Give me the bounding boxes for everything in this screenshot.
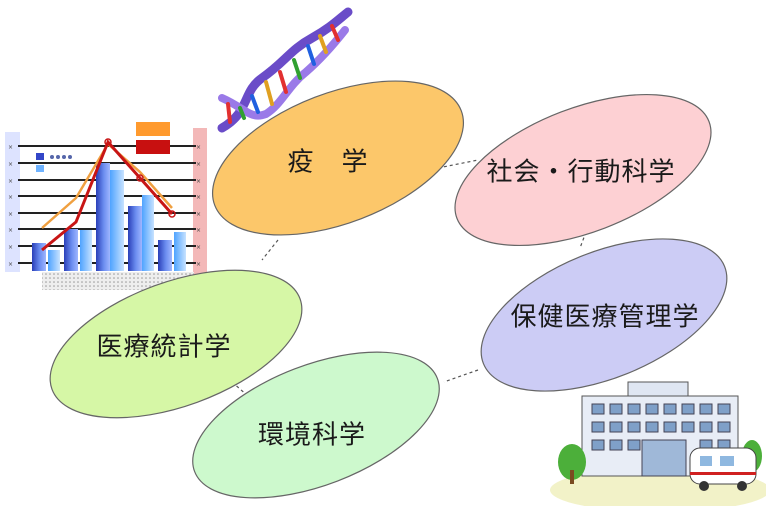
svg-text:×: × (196, 161, 201, 168)
svg-text:×: × (8, 194, 13, 201)
svg-text:×: × (8, 161, 13, 168)
svg-text:×: × (8, 227, 13, 234)
label-epidemiology: 疫 学 (287, 147, 369, 178)
svg-text:×: × (196, 244, 201, 251)
svg-text:×: × (196, 194, 201, 201)
svg-text:×: × (8, 261, 13, 268)
ellipse-social-behavioral (454, 93, 712, 247)
dna-icon (217, 7, 353, 133)
svg-text:×: × (8, 178, 13, 185)
ellipse-epidemiology (211, 80, 465, 236)
svg-text:×: × (8, 144, 13, 151)
label-health-admin: 保健医療管理学 (510, 302, 700, 333)
svg-text:×: × (196, 211, 201, 218)
ellipse-biostatistics (49, 269, 303, 419)
label-biostatistics: 医療統計学 (96, 332, 232, 363)
ellipse-health-admin (480, 238, 728, 392)
svg-text:×: × (196, 178, 201, 185)
label-environmental: 環境科学 (257, 420, 367, 451)
chart-icon: × × × × × × × × × × × × × × × × (5, 122, 207, 290)
svg-text:×: × (8, 211, 13, 218)
field-ellipses (49, 80, 728, 499)
connector-epi-bio (261, 239, 279, 261)
ellipse-environmental (192, 351, 440, 499)
svg-text:×: × (196, 227, 201, 234)
svg-text:×: × (196, 144, 201, 151)
connector-health-env (443, 369, 479, 383)
label-social-behavioral: 社会・行動科学 (486, 157, 676, 188)
connector-epi-social (437, 159, 479, 169)
hospital-icon (550, 381, 766, 506)
svg-text:×: × (8, 244, 13, 251)
svg-text:×: × (196, 261, 201, 268)
